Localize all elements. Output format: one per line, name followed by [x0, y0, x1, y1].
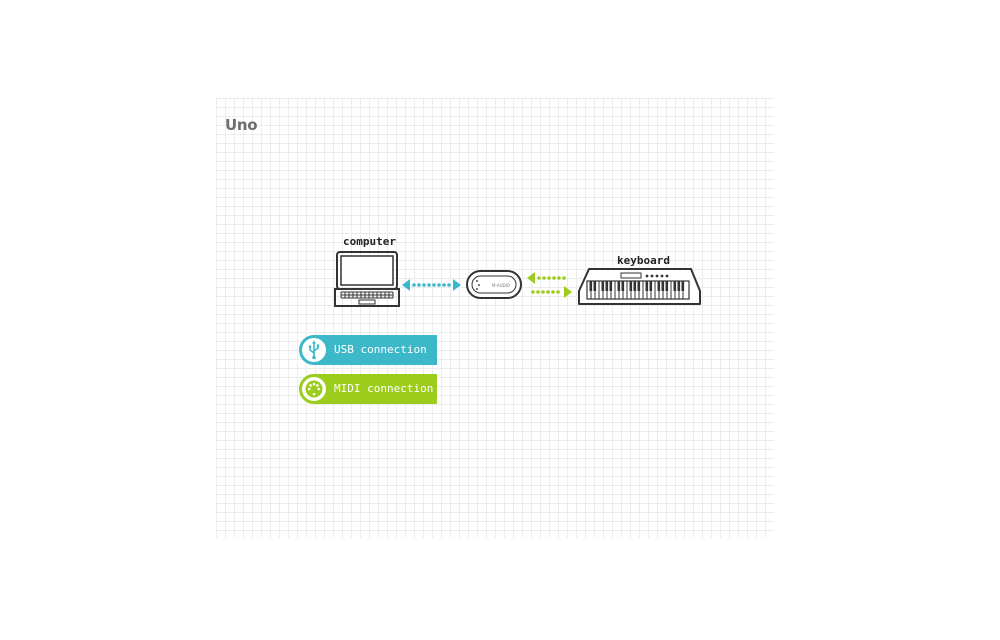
computer-label: computer	[343, 235, 396, 248]
diagram-canvas	[216, 98, 774, 538]
interface-brand-text: M-AUDIO	[492, 283, 510, 288]
keyboard-black-keys	[589, 281, 685, 291]
keyboard-label: keyboard	[617, 254, 670, 267]
legend-usb-label: USB connection	[314, 335, 437, 365]
midi-din-icon	[299, 374, 329, 404]
diagram-title: Uno	[225, 116, 258, 134]
usb-link-arrow	[402, 279, 461, 291]
midi-out-arrow	[531, 286, 572, 298]
uno-interface-icon	[466, 270, 522, 299]
legend-midi-label: MIDI connection	[314, 374, 437, 404]
keyboard-icon	[578, 268, 701, 305]
legend-usb: USB connection	[299, 335, 437, 365]
laptop-keys	[340, 291, 394, 305]
usb-icon	[299, 335, 329, 365]
midi-in-arrow	[527, 272, 566, 284]
legend-midi: MIDI connection	[299, 374, 437, 404]
laptop-icon	[334, 251, 400, 307]
